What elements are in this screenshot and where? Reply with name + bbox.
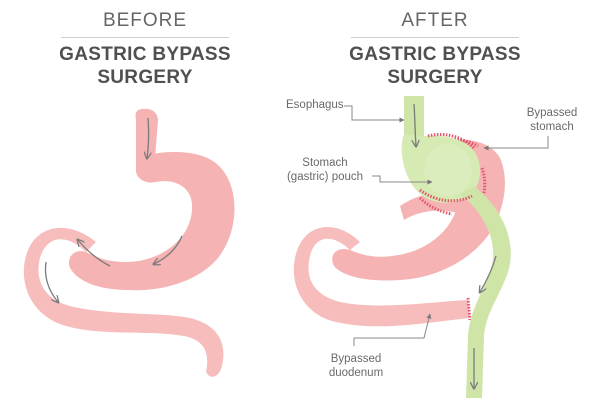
after-bypassed-duodenum — [293, 226, 470, 327]
after-suture-pouch-top — [427, 133, 476, 150]
label-gastric-pouch-line1: Stomach — [302, 157, 348, 169]
before-flow-arrow-2 — [154, 235, 183, 264]
before-flow-arrow-1 — [147, 117, 149, 158]
after-header: AFTER GASTRIC BYPASS SURGERY — [320, 10, 550, 89]
after-flow-arrow-1 — [414, 103, 416, 146]
after-divider — [351, 37, 519, 38]
after-title-line1: GASTRIC BYPASS — [349, 44, 521, 65]
leader-esophagus — [344, 105, 405, 123]
after-pouch-highlight — [424, 144, 472, 196]
leader-gastric-pouch — [372, 175, 433, 185]
after-flow-arrow-2 — [480, 255, 497, 292]
before-flow-arrow-3 — [78, 240, 111, 267]
before-header: BEFORE GASTRIC BYPASS SURGERY — [30, 10, 260, 89]
label-esophagus: Esophagus — [286, 99, 344, 111]
label-gastric-pouch: Stomach (gastric) pouch — [276, 156, 374, 184]
label-gastric-pouch-line2: (gastric) pouch — [286, 171, 364, 183]
after-stomach — [293, 96, 511, 398]
label-bypassed-stomach-line2: stomach — [530, 121, 574, 133]
before-esophagus — [135, 108, 158, 162]
leader-bypassed-stomach — [483, 136, 549, 151]
after-suture-duodenum — [466, 297, 472, 321]
label-bypassed-duodenum: Bypassed duodenum — [316, 352, 396, 380]
leader-bypassed-duodenum — [353, 313, 432, 346]
before-heading: BEFORE — [102, 10, 188, 31]
before-divider — [61, 37, 229, 38]
after-title-line2: SURGERY — [387, 67, 483, 88]
before-stomach — [23, 108, 235, 377]
after-esophagus — [404, 96, 424, 140]
before-duodenum — [23, 227, 224, 377]
label-bypassed-stomach: Bypassed stomach — [512, 106, 592, 134]
after-suture-stomach-left — [418, 196, 453, 216]
before-title-line2: SURGERY — [97, 67, 193, 88]
before-stomach-body — [68, 152, 235, 291]
after-suture-pouch — [419, 188, 473, 203]
before-title-line1: GASTRIC BYPASS — [59, 44, 231, 65]
label-bypassed-duodenum-line2: duodenum — [328, 367, 384, 379]
label-bypassed-stomach-line1: Bypassed — [526, 107, 578, 119]
label-leaders — [344, 105, 549, 346]
before-flow-arrow-4 — [44, 261, 59, 302]
after-heading: AFTER — [401, 10, 469, 31]
label-bypassed-duodenum-line1: Bypassed — [330, 353, 382, 365]
